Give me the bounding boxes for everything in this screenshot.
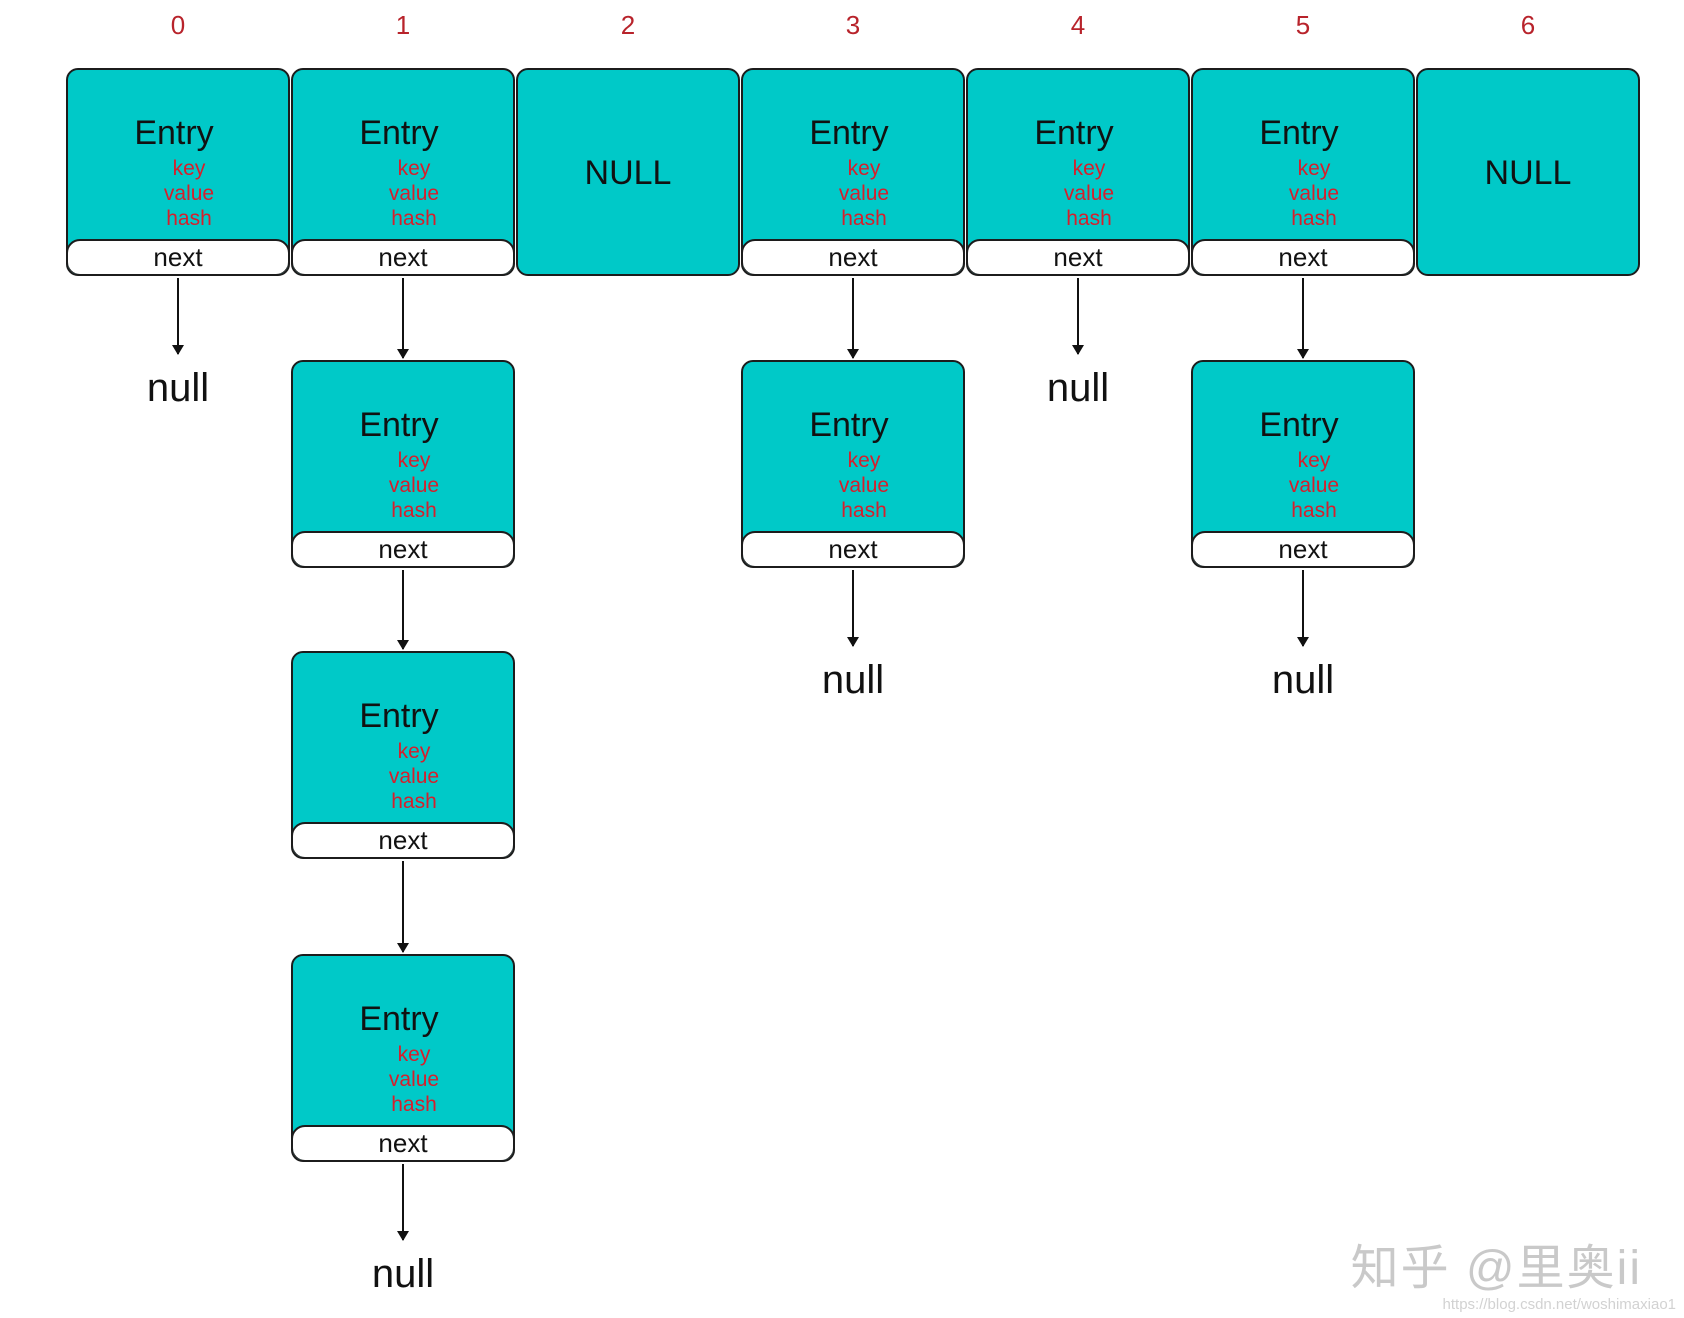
field-value: value <box>388 765 440 788</box>
entry-title: Entry <box>1259 114 1339 152</box>
field-key: key <box>847 157 881 180</box>
bucket-5-null-pointer: null <box>1271 658 1335 702</box>
field-hash: hash <box>391 499 437 522</box>
field-key: key <box>1297 449 1331 472</box>
field-hash: hash <box>391 790 437 813</box>
entry-title: Entry <box>359 697 439 735</box>
bucket-0-null-pointer: null <box>146 366 210 410</box>
field-value: value <box>1288 182 1340 205</box>
next-pointer: next <box>968 239 1188 274</box>
watermark: 知乎 @里奥ii <box>1350 1242 1642 1295</box>
next-pointer: next <box>293 531 513 566</box>
entry-title: Entry <box>809 114 889 152</box>
next-pointer: next <box>293 1125 513 1160</box>
field-key: key <box>1297 157 1331 180</box>
entry-title: Entry <box>359 114 439 152</box>
field-hash: hash <box>841 207 887 230</box>
field-value: value <box>1063 182 1115 205</box>
entry-title: Entry <box>809 406 889 444</box>
next-pointer: next <box>293 822 513 857</box>
field-hash: hash <box>1291 207 1337 230</box>
field-key: key <box>397 1043 431 1066</box>
bucket-6-null-cell: NULL <box>1416 68 1640 276</box>
bucket-index-0: 0 <box>170 10 186 40</box>
entry-title: Entry <box>1034 114 1114 152</box>
entry-title: Entry <box>359 406 439 444</box>
field-hash: hash <box>1066 207 1112 230</box>
field-key: key <box>847 449 881 472</box>
field-value: value <box>163 182 215 205</box>
entry-title: Entry <box>1259 406 1339 444</box>
entry-title: Entry <box>134 114 214 152</box>
next-pointer: next <box>1193 239 1413 274</box>
bucket-index-1: 1 <box>395 10 411 40</box>
field-key: key <box>397 449 431 472</box>
next-pointer: next <box>293 239 513 274</box>
field-hash: hash <box>1291 499 1337 522</box>
next-pointer: next <box>68 239 288 274</box>
field-value: value <box>838 474 890 497</box>
field-hash: hash <box>391 207 437 230</box>
bucket-1-null-pointer: null <box>371 1252 435 1296</box>
bucket-index-6: 6 <box>1520 10 1536 40</box>
next-pointer: next <box>743 239 963 274</box>
field-hash: hash <box>391 1093 437 1116</box>
field-value: value <box>388 474 440 497</box>
field-key: key <box>397 157 431 180</box>
entry-title: Entry <box>359 1000 439 1038</box>
field-key: key <box>397 740 431 763</box>
bucket-4-null-pointer: null <box>1046 366 1110 410</box>
bucket-3-null-pointer: null <box>821 658 885 702</box>
bucket-index-5: 5 <box>1295 10 1311 40</box>
field-value: value <box>388 182 440 205</box>
field-value: value <box>388 1068 440 1091</box>
field-value: value <box>838 182 890 205</box>
field-key: key <box>1072 157 1106 180</box>
bucket-index-2: 2 <box>620 10 636 40</box>
null-cell-label: NULL <box>1484 154 1572 192</box>
next-pointer: next <box>1193 531 1413 566</box>
field-key: key <box>172 157 206 180</box>
null-cell-label: NULL <box>584 154 672 192</box>
next-pointer: next <box>743 531 963 566</box>
bucket-index-4: 4 <box>1070 10 1086 40</box>
bucket-index-3: 3 <box>845 10 861 40</box>
field-hash: hash <box>166 207 212 230</box>
field-hash: hash <box>841 499 887 522</box>
watermark-url: https://blog.csdn.net/woshimaxiao1 <box>1442 1296 1676 1313</box>
field-value: value <box>1288 474 1340 497</box>
bucket-2-null-cell: NULL <box>516 68 740 276</box>
